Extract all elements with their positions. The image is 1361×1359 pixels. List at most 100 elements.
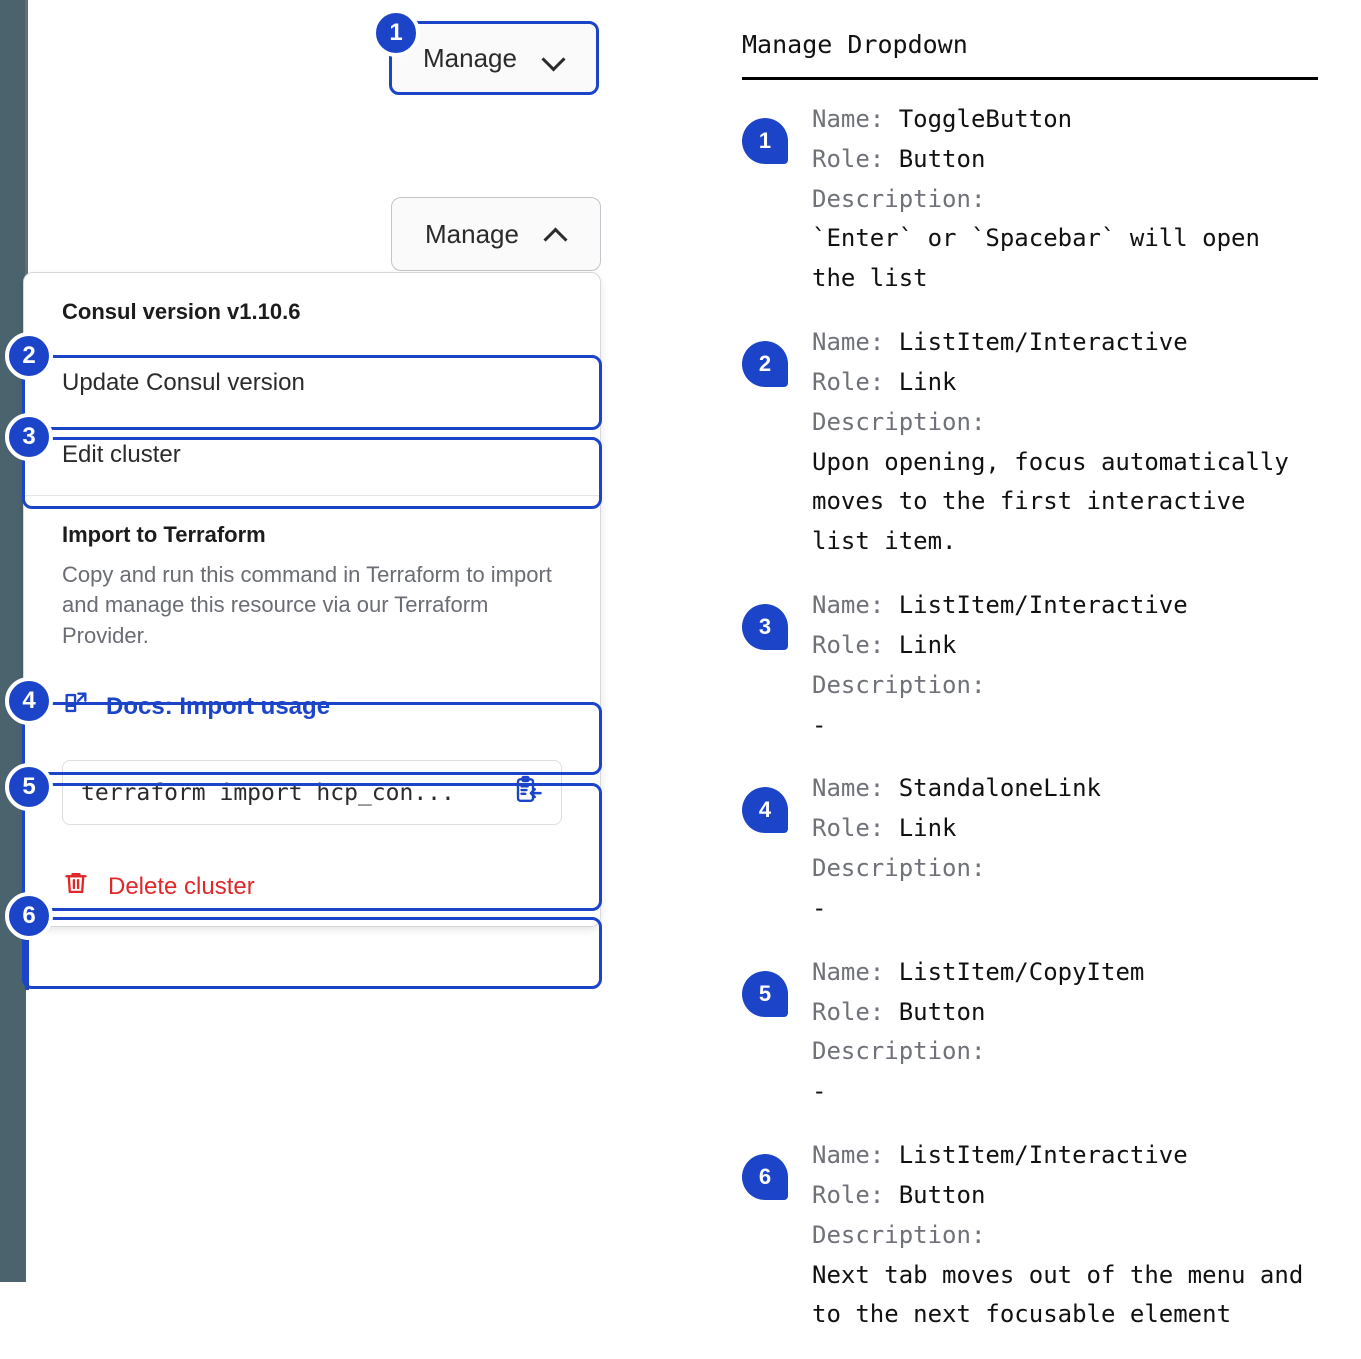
spec-description-label-row: Description: xyxy=(812,849,1342,889)
consul-version-header: Consul version v1.10.6 xyxy=(62,299,301,324)
annotation-badge-6: 6 xyxy=(5,892,53,940)
manage-toggle-button-closed[interactable]: Manage xyxy=(389,21,599,95)
annotation-badge-5: 5 xyxy=(5,763,53,811)
spec-name: ListItem/Interactive xyxy=(898,591,1188,620)
spec-description: - xyxy=(812,893,827,922)
spec-description-label-row: Description: xyxy=(812,403,1342,443)
menu-item-edit-cluster[interactable]: Edit cluster xyxy=(62,441,181,468)
clipboard-copy-icon[interactable] xyxy=(513,775,543,810)
spec-description: - xyxy=(812,1077,827,1106)
menu-item-delete-cluster[interactable]: Delete cluster xyxy=(24,847,600,926)
role-label: Role: xyxy=(812,1180,885,1209)
chevron-down-icon xyxy=(543,47,565,69)
docs-import-usage-label: Docs: Import usage xyxy=(106,692,331,720)
manage-toggle-label: Manage xyxy=(423,42,517,73)
role-label: Role: xyxy=(812,814,885,843)
spec-description: Upon opening, focus automatically moves … xyxy=(812,447,1289,556)
import-to-terraform-title: Import to Terraform xyxy=(62,522,266,547)
chevron-up-icon xyxy=(545,223,567,245)
manage-toggle-button-open[interactable]: Manage xyxy=(391,197,601,271)
left-preview-pane: Manage Manage Consul version v1.10.6 Upd… xyxy=(0,0,700,1282)
spec-role: Link xyxy=(898,814,957,843)
description-label: Description: xyxy=(812,407,986,436)
spec-role: Button xyxy=(898,1180,986,1209)
spec-role: Link xyxy=(898,367,957,396)
spec-role-row: Role: Button xyxy=(812,1176,1342,1216)
spec-name: ListItem/Interactive xyxy=(898,328,1188,357)
manage-dropdown-menu: Consul version v1.10.6 Update Consul ver… xyxy=(23,272,601,928)
spec-name-row: Name: ListItem/CopyItem xyxy=(812,953,1342,993)
spec-name-row: Name: ListItem/Interactive xyxy=(812,323,1342,363)
name-label: Name: xyxy=(812,328,885,357)
spec-pane-divider xyxy=(742,77,1318,80)
menu-divider xyxy=(24,495,600,496)
annotation-badge-1: 1 xyxy=(372,9,420,57)
spec-role-row: Role: Link xyxy=(812,363,1342,403)
spec-role: Button xyxy=(898,997,986,1026)
spec-description-label-row: Description: xyxy=(812,1216,1342,1256)
spec-badge-2: 2 xyxy=(742,341,788,388)
annotation-badge-2: 2 xyxy=(5,332,53,380)
spec-pane-title: Manage Dropdown xyxy=(742,30,968,59)
docs-external-link-icon xyxy=(62,689,90,724)
spec-badge-1: 1 xyxy=(742,118,788,164)
spec-badge-3: 3 xyxy=(742,604,788,651)
menu-item-docs-import-usage[interactable]: Docs: Import usage xyxy=(24,669,600,744)
name-label: Name: xyxy=(812,105,885,133)
description-label: Description: xyxy=(812,1037,986,1066)
name-label: Name: xyxy=(812,774,885,803)
spec-name: ListItem/Interactive xyxy=(898,1141,1188,1170)
spec-description: `Enter` or `Spacebar` will open the list xyxy=(812,224,1260,293)
spec-role-row: Role: Link xyxy=(812,809,1342,849)
name-label: Name: xyxy=(812,957,885,986)
focus-ring-delete-cluster xyxy=(22,917,602,989)
description-label: Description: xyxy=(812,184,986,213)
description-label: Description: xyxy=(812,670,986,699)
spec-name-row: Name: ToggleButton xyxy=(812,100,1342,140)
spec-badge-6: 6 xyxy=(742,1154,788,1201)
role-label: Role: xyxy=(812,367,885,396)
annotation-badge-4: 4 xyxy=(5,677,53,725)
spec-name: ListItem/CopyItem xyxy=(898,957,1145,986)
left-edge-band xyxy=(0,0,26,1282)
spec-role: Link xyxy=(898,630,957,659)
role-label: Role: xyxy=(812,997,885,1026)
copy-command-row: terraform import hcp_con... xyxy=(24,744,600,847)
description-label: Description: xyxy=(812,854,986,883)
spec-role: Button xyxy=(898,144,986,173)
spec-role-row: Role: Button xyxy=(812,993,1342,1033)
badge-connector-rail xyxy=(25,0,28,340)
spec-name: StandaloneLink xyxy=(898,774,1101,803)
annotation-badge-3: 3 xyxy=(5,413,53,461)
spec-description-label-row: Description: xyxy=(812,666,1342,706)
role-label: Role: xyxy=(812,630,885,659)
menu-item-update-consul-version[interactable]: Update Consul version xyxy=(62,369,305,396)
spec-name-row: Name: StandaloneLink xyxy=(812,769,1342,809)
role-label: Role: xyxy=(812,144,885,173)
terraform-command-field[interactable]: terraform import hcp_con... xyxy=(62,760,562,826)
badge-connector-segment xyxy=(25,940,29,990)
manage-toggle-label: Manage xyxy=(425,218,519,249)
delete-cluster-label: Delete cluster xyxy=(108,872,255,900)
spec-role-row: Role: Button xyxy=(812,140,1342,180)
trash-icon xyxy=(62,869,90,904)
spec-description: Next tab moves out of the menu and to th… xyxy=(812,1260,1304,1329)
spec-name-row: Name: ListItem/Interactive xyxy=(812,1136,1342,1176)
description-label: Description: xyxy=(812,1220,986,1249)
name-label: Name: xyxy=(812,1141,885,1170)
spec-badge-5: 5 xyxy=(742,970,788,1017)
spec-description: - xyxy=(812,710,827,739)
spec-role-row: Role: Link xyxy=(812,626,1342,666)
name-label: Name: xyxy=(812,591,885,620)
